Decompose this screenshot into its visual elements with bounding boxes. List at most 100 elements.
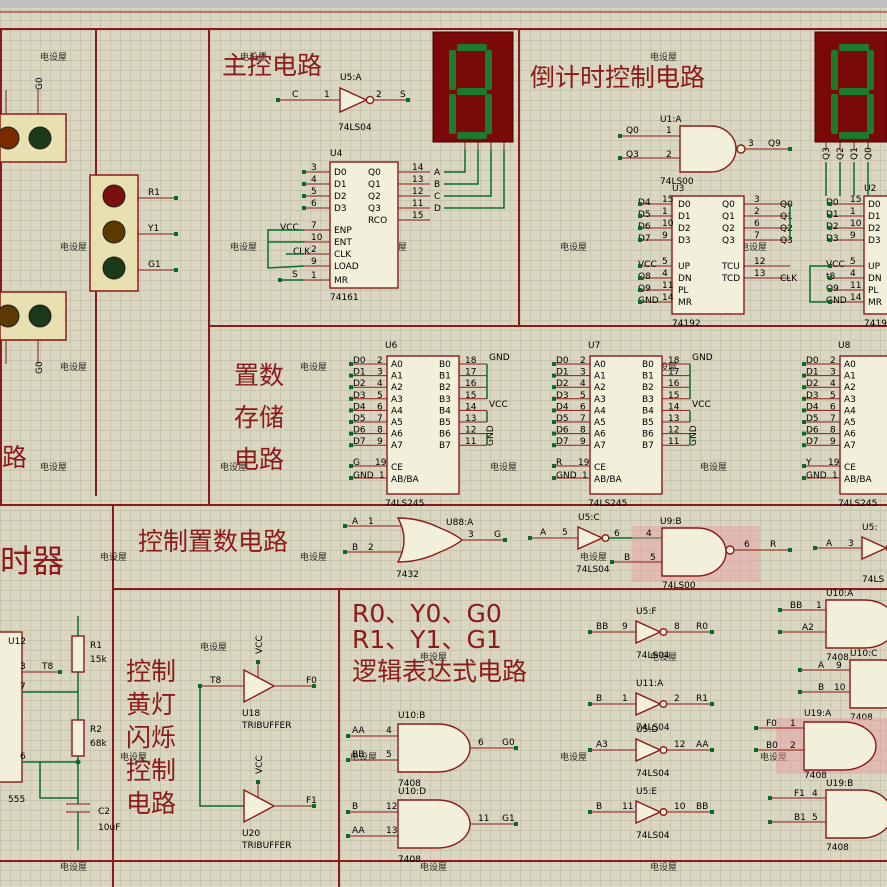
net-label: D7 bbox=[806, 437, 819, 447]
terminal bbox=[552, 373, 556, 378]
ref-gate-u20: U20 bbox=[242, 829, 260, 839]
pin-name: LOAD bbox=[334, 262, 359, 272]
net-label: D0 bbox=[826, 198, 839, 208]
pin-name: B4 bbox=[642, 406, 654, 416]
pin-num: 1 bbox=[311, 271, 317, 281]
pin-num: 7 bbox=[830, 414, 836, 424]
terminal bbox=[552, 396, 556, 401]
label-g0-top: G0 bbox=[35, 77, 45, 90]
pin-num: 10 bbox=[850, 219, 862, 229]
pin-name: D1 bbox=[868, 212, 881, 222]
pin-name: PL bbox=[868, 286, 878, 296]
watermark: 电设屋 bbox=[60, 861, 87, 873]
terminal bbox=[754, 726, 758, 730]
pin-name: B1 bbox=[439, 372, 451, 382]
ref-r2: R2 bbox=[90, 725, 102, 735]
pin-num: 1 bbox=[850, 207, 856, 217]
terminal bbox=[349, 420, 353, 424]
net-label: D5 bbox=[353, 414, 366, 424]
pin-name: B6 bbox=[439, 430, 451, 440]
terminal bbox=[638, 202, 642, 206]
pin-num: 5 bbox=[850, 257, 856, 267]
net-label: D7 bbox=[556, 437, 569, 447]
net-gnd: GND bbox=[489, 353, 510, 363]
pin-num: 2 bbox=[580, 356, 586, 366]
terminal bbox=[552, 464, 556, 468]
net-label: D6 bbox=[806, 426, 819, 436]
pin-num: 8 bbox=[580, 426, 586, 436]
pin-num: 16 bbox=[465, 379, 477, 389]
pin-num: 5 bbox=[377, 391, 383, 401]
pin-name: D0 bbox=[334, 168, 347, 178]
terminal bbox=[349, 373, 353, 378]
watermark: 电设屋 bbox=[220, 461, 247, 473]
net: A bbox=[352, 517, 359, 527]
terminal bbox=[768, 820, 772, 824]
pin-num: 5 bbox=[830, 391, 836, 401]
terminal bbox=[343, 550, 347, 554]
title-yellow-flash: 控制 bbox=[126, 756, 176, 785]
ref-u19a: U19:A bbox=[804, 709, 832, 719]
pin-name: MR bbox=[678, 298, 692, 308]
gate-u20 bbox=[243, 788, 276, 824]
terminal bbox=[802, 396, 806, 401]
gate-u5d bbox=[635, 737, 662, 763]
pin-num: 11 bbox=[850, 281, 861, 291]
net-label: D1 bbox=[826, 210, 839, 220]
terminal bbox=[802, 431, 806, 436]
pin-num: 3 bbox=[377, 368, 383, 378]
net-label: D6 bbox=[556, 426, 569, 436]
net-label: D0 bbox=[556, 356, 569, 366]
ref-u2: U2 bbox=[864, 184, 876, 194]
ref-gate-u5e: U5:E bbox=[636, 787, 657, 797]
net-label: Q3 bbox=[822, 147, 832, 160]
net-label: Q0 bbox=[864, 147, 874, 160]
terminal bbox=[528, 536, 532, 540]
net-label: D5 bbox=[806, 414, 819, 424]
watermark: 电设屋 bbox=[560, 241, 587, 253]
title-main-control: 主控电路 bbox=[222, 51, 322, 80]
pin-name: A7 bbox=[594, 441, 606, 451]
title-countdown: 倒计时控制电路 bbox=[530, 63, 705, 92]
net-label: D1 bbox=[556, 368, 569, 378]
net-label: GND bbox=[826, 296, 847, 306]
pin-num: 10 bbox=[311, 233, 323, 243]
watermark: 电设屋 bbox=[300, 361, 327, 373]
pin-name: D2 bbox=[678, 224, 691, 234]
type-u5b: 74LS bbox=[862, 575, 884, 585]
pin-name: A5 bbox=[594, 418, 606, 428]
pin-name: A2 bbox=[391, 383, 403, 393]
terminal bbox=[302, 170, 306, 174]
net-label: D6 bbox=[638, 222, 651, 232]
terminal bbox=[174, 232, 178, 236]
value-c2: 10uF bbox=[98, 823, 120, 833]
net-label: CLK bbox=[780, 274, 798, 284]
net: A3 bbox=[596, 740, 608, 750]
terminal bbox=[828, 202, 832, 206]
pin-num: 14 bbox=[850, 293, 862, 303]
value-r1: 15k bbox=[90, 655, 107, 665]
pin-num: 14 bbox=[412, 163, 424, 173]
pin-num: 2 bbox=[368, 543, 374, 553]
pin-name: AB/BA bbox=[594, 475, 623, 485]
pin-name: UP bbox=[868, 262, 881, 272]
net-label: Q1 bbox=[850, 147, 860, 160]
segment-digit bbox=[831, 44, 874, 139]
terminal bbox=[552, 420, 556, 424]
pin-name: TCU bbox=[721, 262, 740, 272]
watermark: 电设屋 bbox=[200, 641, 227, 653]
terminal bbox=[802, 443, 806, 448]
light-label: G1 bbox=[148, 260, 161, 270]
net-vcc: VCC bbox=[692, 400, 711, 410]
pin-num: 9 bbox=[836, 661, 842, 671]
pin-name: D0 bbox=[678, 200, 691, 210]
pin-name: A1 bbox=[391, 372, 403, 382]
pin-name: A4 bbox=[844, 406, 856, 416]
pin-name: D0 bbox=[868, 200, 881, 210]
pin-num: 4 bbox=[580, 379, 586, 389]
terminal bbox=[802, 476, 806, 480]
net: F0 bbox=[766, 719, 777, 729]
chip-u8 bbox=[839, 355, 887, 495]
pin-num: 4 bbox=[850, 269, 856, 279]
